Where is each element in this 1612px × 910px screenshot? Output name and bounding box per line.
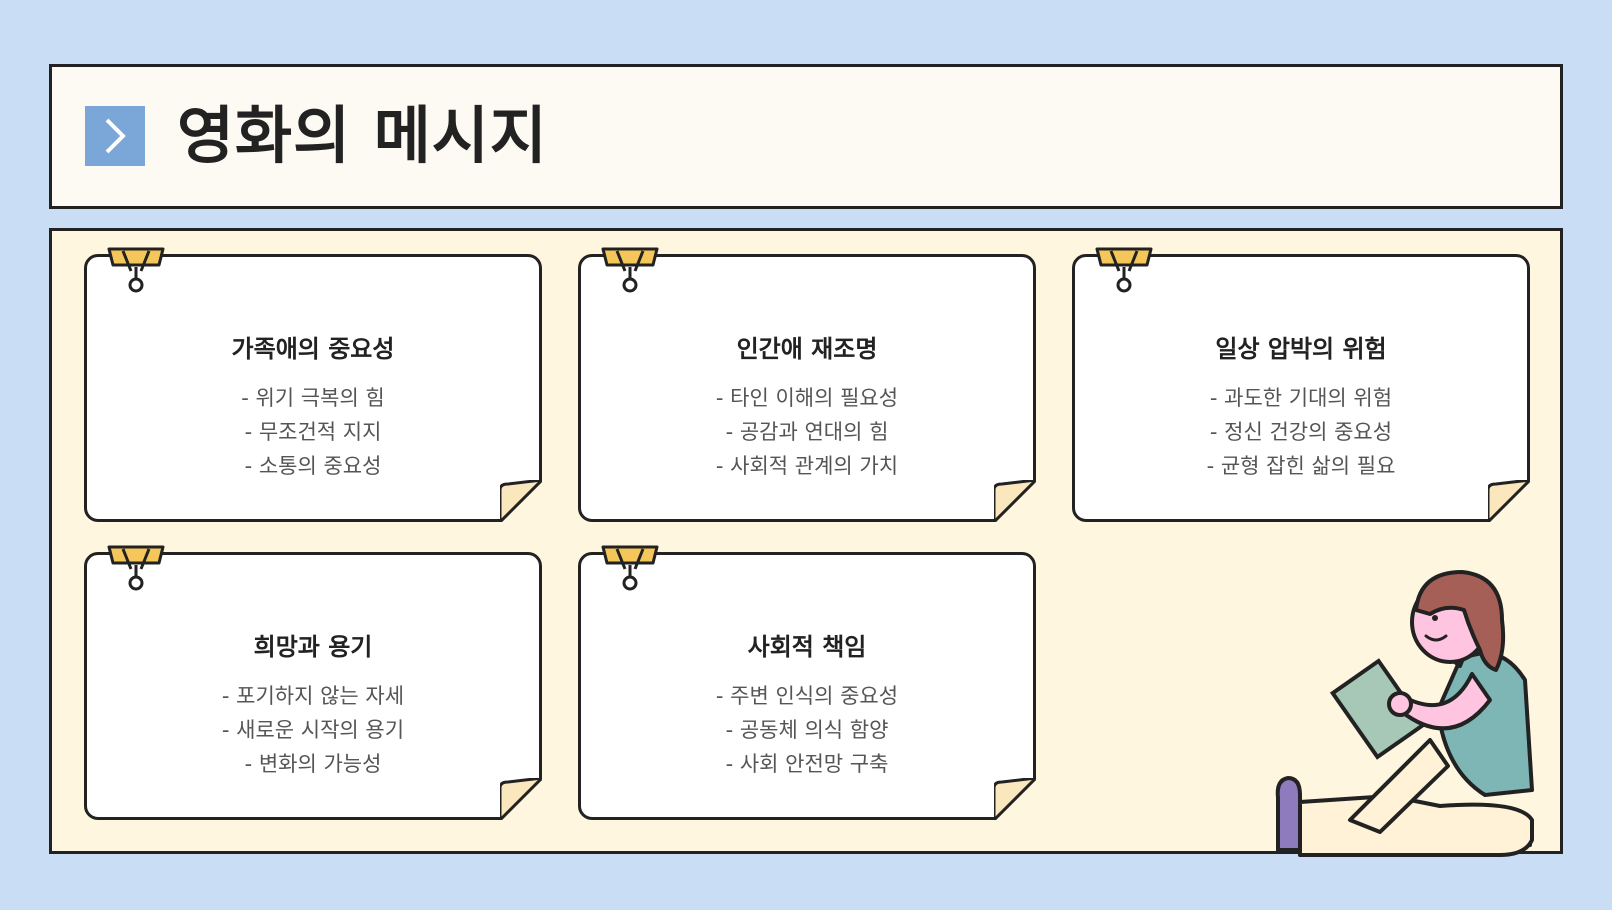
message-card: 인간애 재조명 - 타인 이해의 필요성 - 공감과 연대의 힘 - 사회적 관… [578, 247, 1036, 522]
list-item: - 공감과 연대의 힘 [725, 420, 889, 444]
card-title: 희망과 용기 [253, 633, 373, 661]
list-item: - 과도한 기대의 위험 [1209, 386, 1393, 410]
card-title: 일상 압박의 위험 [1215, 335, 1387, 363]
list-item: - 정신 건강의 중요성 [1209, 420, 1393, 444]
list-item: - 균형 잡힌 삶의 필요 [1206, 454, 1396, 478]
card-title: 사회적 책임 [747, 633, 867, 661]
list-item: - 사회적 관계의 가치 [715, 454, 899, 478]
list-item: - 변화의 가능성 [244, 752, 382, 776]
page-title: 영화의 메시지 [177, 99, 548, 172]
binder-clip-icon [601, 545, 659, 591]
list-item: - 새로운 시작의 용기 [221, 718, 405, 742]
card-list: - 위기 극복의 힘 - 무조건적 지지 - 소통의 중요성 [87, 381, 539, 483]
reading-person-illustration [1275, 570, 1534, 857]
card-title: 가족애의 중요성 [231, 335, 395, 363]
card-title: 인간애 재조명 [736, 335, 878, 363]
message-card: 일상 압박의 위험 - 과도한 기대의 위험 - 정신 건강의 중요성 - 균형… [1072, 247, 1530, 522]
list-item: - 무조건적 지지 [244, 420, 382, 444]
list-item: - 주변 인식의 중요성 [715, 684, 899, 708]
page-fold-icon [500, 480, 542, 522]
list-item: - 타인 이해의 필요성 [715, 386, 899, 410]
list-item: - 소통의 중요성 [244, 454, 382, 478]
chevron-right-icon [85, 106, 145, 166]
card-list: - 주변 인식의 중요성 - 공동체 의식 함양 - 사회 안전망 구축 [581, 679, 1033, 781]
card-list: - 타인 이해의 필요성 - 공감과 연대의 힘 - 사회적 관계의 가치 [581, 381, 1033, 483]
message-card: 가족애의 중요성 - 위기 극복의 힘 - 무조건적 지지 - 소통의 중요성 [84, 247, 542, 522]
page-fold-icon [1488, 480, 1530, 522]
binder-clip-icon [601, 247, 659, 293]
list-item: - 위기 극복의 힘 [241, 386, 385, 410]
binder-clip-icon [107, 545, 165, 591]
page-fold-icon [994, 480, 1036, 522]
list-item: - 포기하지 않는 자세 [221, 684, 405, 708]
page-fold-icon [994, 778, 1036, 820]
card-list: - 과도한 기대의 위험 - 정신 건강의 중요성 - 균형 잡힌 삶의 필요 [1075, 381, 1527, 483]
list-item: - 사회 안전망 구축 [725, 752, 889, 776]
binder-clip-icon [107, 247, 165, 293]
binder-clip-icon [1095, 247, 1153, 293]
header-banner: 영화의 메시지 [49, 64, 1563, 209]
page-fold-icon [500, 778, 542, 820]
message-card: 희망과 용기 - 포기하지 않는 자세 - 새로운 시작의 용기 - 변화의 가… [84, 545, 542, 820]
list-item: - 공동체 의식 함양 [725, 718, 889, 742]
message-card: 사회적 책임 - 주변 인식의 중요성 - 공동체 의식 함양 - 사회 안전망… [578, 545, 1036, 820]
card-list: - 포기하지 않는 자세 - 새로운 시작의 용기 - 변화의 가능성 [87, 679, 539, 781]
